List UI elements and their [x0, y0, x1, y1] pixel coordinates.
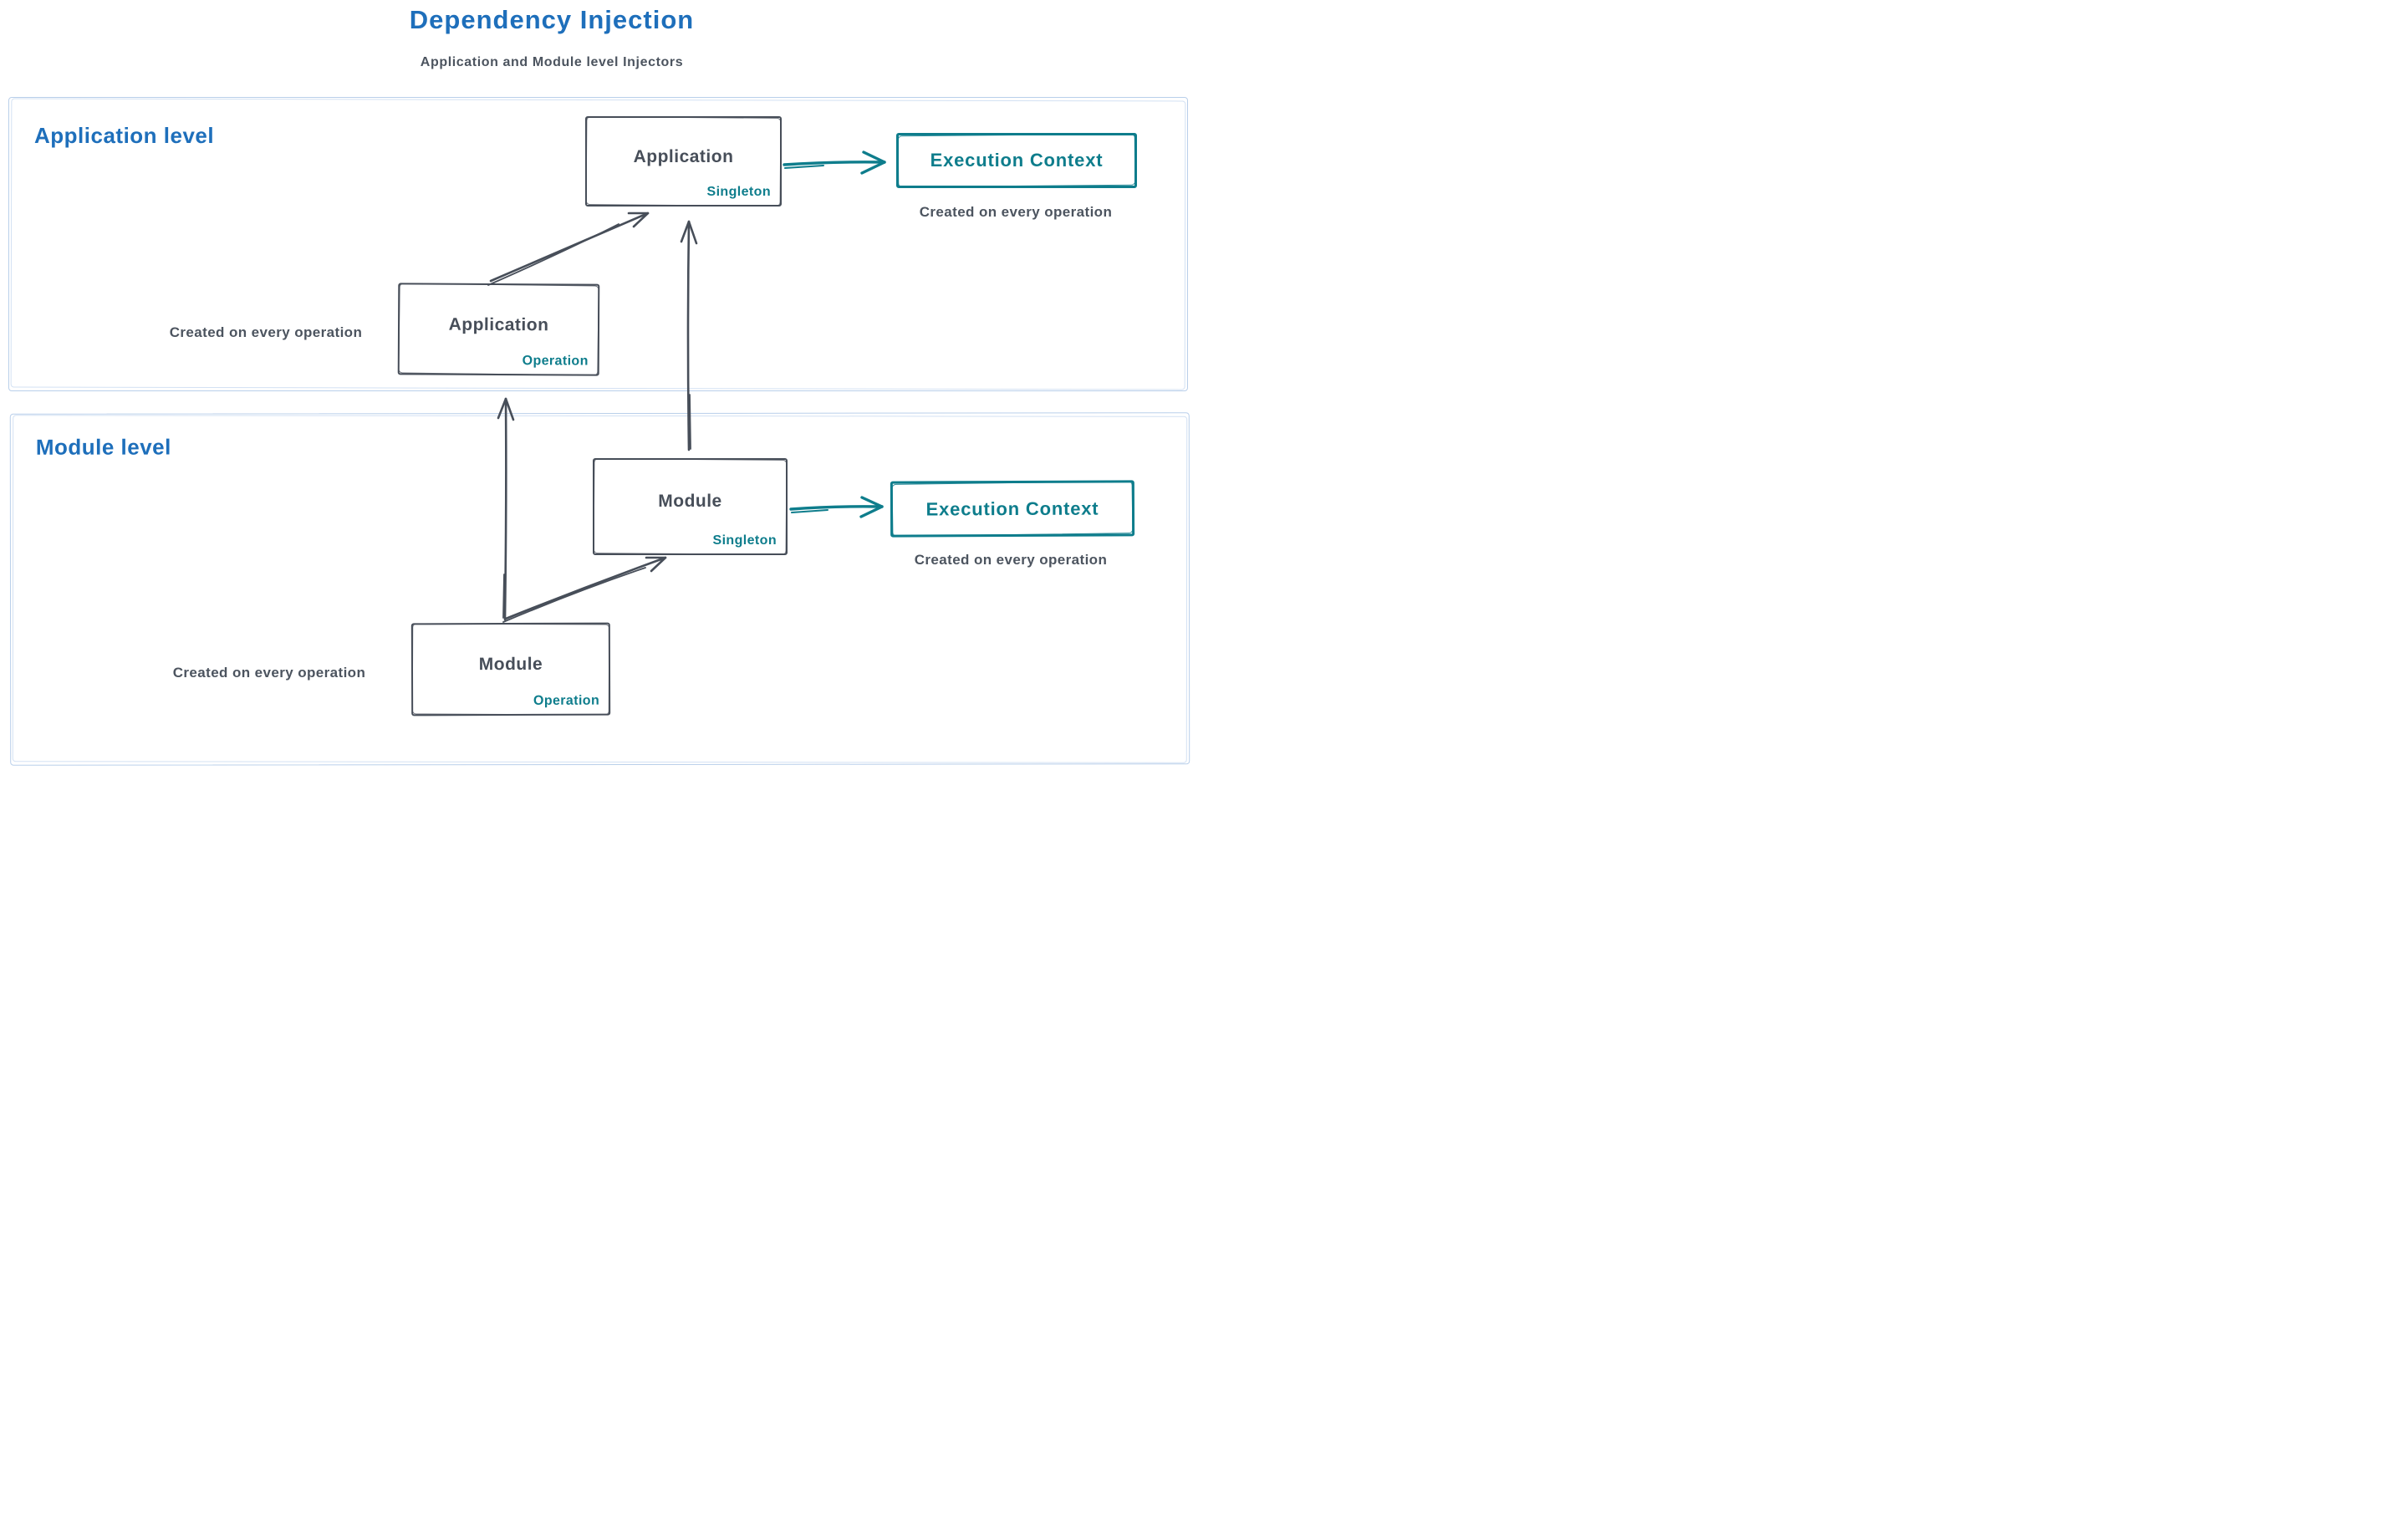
- node-module-singleton: Module Singleton: [593, 458, 788, 555]
- node-module-singleton-scope: Singleton: [712, 533, 777, 548]
- node-module-singleton-title: Module: [658, 492, 722, 512]
- node-module-operation-title: Module: [478, 655, 543, 675]
- note-module-context: Created on every operation: [914, 552, 1108, 568]
- note-module-operation: Created on every operation: [172, 665, 366, 681]
- node-application-operation: Application Operation: [397, 283, 600, 376]
- diagram-title: Dependency Injection: [409, 5, 695, 34]
- diagram-canvas: Dependency Injection Application and Mod…: [0, 0, 1193, 770]
- node-execution-context-application: Execution Context: [896, 133, 1137, 188]
- node-application-singleton-title: Application: [633, 147, 734, 167]
- node-application-operation-title: Application: [448, 314, 549, 335]
- module-level-label: Module level: [35, 434, 171, 460]
- node-application-singleton-scope: Singleton: [706, 185, 771, 199]
- diagram-subtitle: Application and Module level Injectors: [420, 55, 684, 69]
- application-level-label: Application level: [34, 123, 215, 148]
- note-application-operation: Created on every operation: [169, 324, 363, 340]
- execution-context-module-label: Execution Context: [925, 497, 1099, 519]
- node-application-singleton: Application Singleton: [585, 116, 782, 207]
- node-application-operation-scope: Operation: [522, 354, 589, 369]
- node-module-operation: Module Operation: [410, 622, 611, 716]
- node-execution-context-module: Execution Context: [890, 480, 1135, 538]
- note-application-context: Created on every operation: [919, 204, 1113, 220]
- node-module-operation-scope: Operation: [533, 693, 600, 708]
- execution-context-application-label: Execution Context: [930, 150, 1104, 171]
